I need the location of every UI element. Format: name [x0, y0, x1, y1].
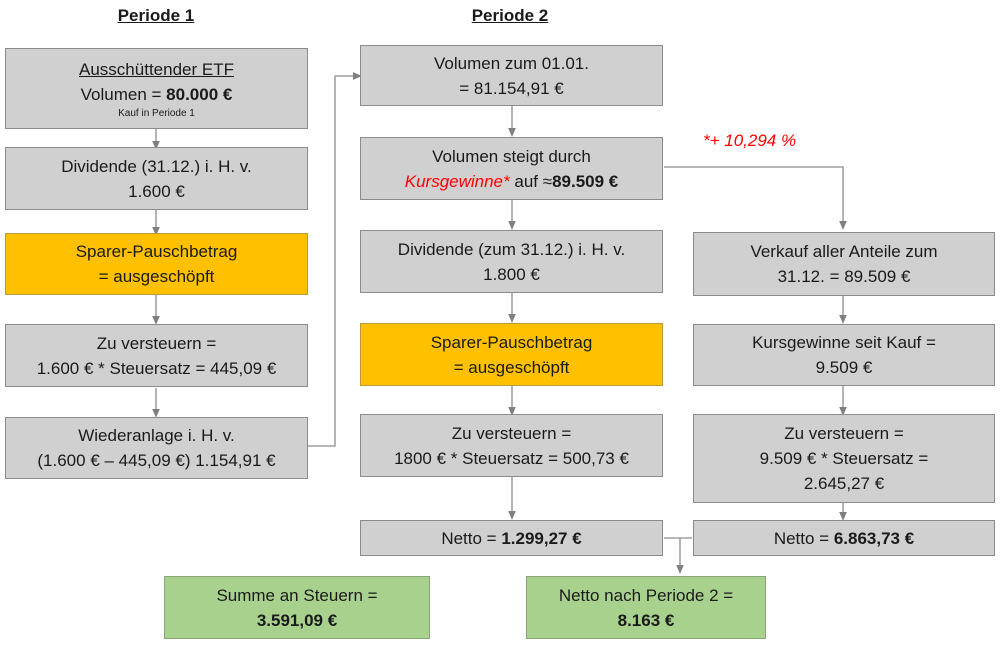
p2-netto-value: Netto = 1.299,27 € — [441, 528, 582, 548]
p1-allowance-label: Sparer-Pauschbetrag — [75, 242, 238, 261]
p2-sale-value: 31.12. = 89.509 € — [777, 267, 911, 286]
p2-dividend-box: Dividende (zum 31.12.) i. H. v. 1.800 € — [360, 230, 663, 293]
p1-dividend-box: Dividende (31.12.) i. H. v. 1.600 € — [5, 147, 308, 210]
etf-purchase-box: Ausschüttender ETF Volumen = 80.000 € Ka… — [5, 48, 308, 129]
etf-note: Kauf in Periode 1 — [118, 107, 195, 119]
total-taxes-label: Summe an Steuern = — [216, 585, 378, 605]
p2-tax-box: Zu versteuern = 1800 € * Steuersatz = 50… — [360, 414, 663, 477]
p2-start-volume-box: Volumen zum 01.01. = 81.154,91 € — [360, 45, 663, 106]
p2-sale-box: Verkauf aller Anteile zum 31.12. = 89.50… — [693, 232, 995, 296]
p1-tax-box: Zu versteuern = 1.600 € * Steuersatz = 4… — [5, 324, 308, 387]
p2-tax-label: Zu versteuern = — [451, 423, 572, 443]
p2-gains-value: 9.509 € — [815, 358, 873, 377]
p2-sale-tax-label: Zu versteuern = — [784, 424, 904, 443]
p2-sale-tax-formula: 9.509 € * Steuersatz = — [759, 449, 929, 468]
etf-title: Ausschüttender ETF — [79, 59, 234, 79]
p2-allowance-label: Sparer-Pauschbetrag — [430, 332, 593, 352]
etf-volume: Volumen = 80.000 € — [80, 84, 233, 104]
p2-gains-box: Kursgewinne seit Kauf = 9.509 € — [693, 324, 995, 386]
p1-dividend-label: Dividende (31.12.) i. H. v. — [61, 156, 252, 176]
p2-netto-box: Netto = 1.299,27 € — [360, 520, 663, 556]
p2-start-volume-label: Volumen zum 01.01. — [434, 53, 589, 73]
p1-dividend-value: 1.600 € — [128, 181, 185, 201]
net-after-period-2-value: 8.163 € — [617, 610, 675, 630]
p2-allowance-box: Sparer-Pauschbetrag = ausgeschöpft — [360, 323, 663, 386]
net-after-period-2-box: Netto nach Periode 2 = 8.163 € — [526, 576, 766, 639]
p1-reinvest-value: (1.600 € – 445,09 €) 1.154,91 € — [37, 451, 276, 470]
p1-allowance-box: Sparer-Pauschbetrag = ausgeschöpft — [5, 233, 308, 295]
p2-sale-netto-box: Netto = 6.863,73 € — [693, 520, 995, 556]
p1-tax-value: 1.600 € * Steuersatz = 445,09 € — [36, 358, 277, 378]
p2-sale-tax-box: Zu versteuern = 9.509 € * Steuersatz = 2… — [693, 414, 995, 503]
p1-allowance-value: = ausgeschöpft — [98, 267, 215, 286]
p2-dividend-label: Dividende (zum 31.12.) i. H. v. — [397, 239, 626, 259]
period-2-heading: Periode 2 — [471, 6, 549, 25]
total-taxes-value: 3.591,09 € — [256, 610, 338, 630]
net-after-period-2-label: Netto nach Periode 2 = — [558, 585, 734, 605]
p2-dividend-value: 1.800 € — [483, 264, 540, 284]
p2-growth-label: Volumen steigt durch — [432, 146, 591, 166]
p2-growth-box: Volumen steigt durch Kursgewinne* auf ≈8… — [360, 137, 663, 200]
p1-reinvest-label: Wiederanlage i. H. v. — [78, 426, 235, 445]
p2-sale-tax-value: 2.645,27 € — [803, 474, 885, 493]
p2-sale-netto-value: Netto = 6.863,73 € — [773, 528, 915, 548]
p2-start-volume-value: = 81.154,91 € — [459, 78, 564, 98]
p2-gains-label: Kursgewinne seit Kauf = — [752, 333, 936, 352]
p2-allowance-value: = ausgeschöpft — [453, 357, 570, 377]
growth-percent-note: *+ 10,294 % — [703, 131, 797, 150]
p1-tax-label: Zu versteuern = — [96, 333, 217, 353]
total-taxes-box: Summe an Steuern = 3.591,09 € — [164, 576, 430, 639]
period-1-heading: Periode 1 — [117, 6, 195, 25]
p2-tax-value: 1800 € * Steuersatz = 500,73 € — [394, 448, 629, 468]
p2-sale-label: Verkauf aller Anteile zum — [750, 242, 938, 261]
p2-growth-value: Kursgewinne* auf ≈89.509 € — [404, 171, 619, 191]
p1-reinvest-box: Wiederanlage i. H. v. (1.600 € – 445,09 … — [5, 417, 308, 479]
